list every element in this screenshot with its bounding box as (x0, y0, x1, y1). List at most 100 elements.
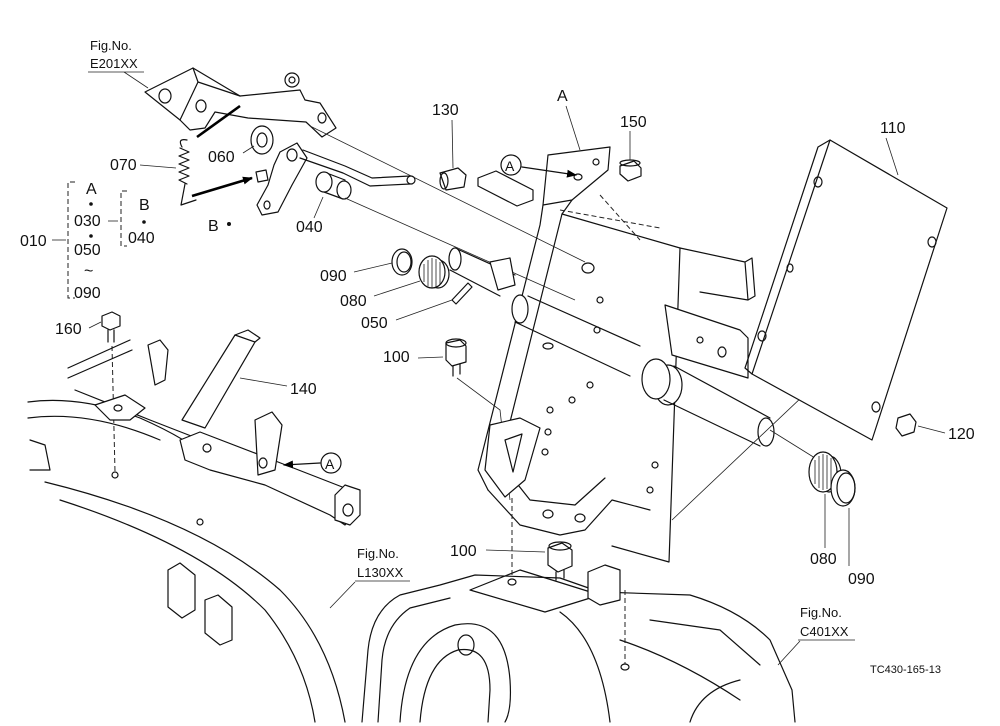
shaft-collar-face (641, 358, 671, 400)
bearing-needles (423, 258, 441, 288)
part-090-ring (391, 248, 413, 276)
bracket-upright (181, 334, 256, 429)
housing-contour (559, 611, 741, 723)
housing-c401xx (361, 498, 796, 723)
housing-opening (399, 623, 512, 723)
bushing-end (336, 180, 352, 200)
bracket-hole (195, 99, 207, 113)
small-bolt (581, 262, 595, 274)
face-hole (541, 448, 549, 456)
part-100-bolt-lower (547, 541, 573, 581)
group-brace (67, 181, 75, 299)
upper-shaft (448, 247, 516, 297)
callout-060: 060 (208, 149, 235, 166)
assembly-group-legend: 010 A 030 050 ~ 090 B 040 (20, 181, 155, 302)
view-arrow (521, 166, 577, 178)
fig-ref-code: L130XX (357, 565, 404, 580)
assembly-arrow (196, 104, 241, 139)
nut-bore (288, 76, 296, 84)
part-050-pin (451, 282, 473, 305)
callout-160: 160 (55, 321, 82, 338)
leader-110 (885, 137, 899, 176)
callout-100-lower: 100 (450, 543, 477, 560)
plate-hole (757, 330, 767, 342)
group-dot (142, 220, 146, 224)
housing-edge (27, 415, 161, 441)
housing-l130xx (27, 399, 346, 723)
leader-090 (353, 262, 393, 273)
bracket-side-flange (679, 247, 756, 301)
part-130-fitting (439, 167, 467, 191)
bracket-hole (158, 88, 172, 104)
fig-ref-label: Fig.No. (800, 605, 842, 620)
bar-hole (717, 346, 727, 358)
leader-160 (88, 321, 102, 329)
housing-outer (44, 481, 346, 723)
housing-hole (196, 518, 204, 526)
lower-shaft (511, 294, 823, 521)
bearing-needles (814, 454, 832, 490)
link-rod (299, 149, 411, 187)
face-slot (542, 342, 554, 350)
leader-120 (917, 425, 946, 434)
shaft-end (511, 294, 529, 324)
spring-coil (178, 147, 190, 185)
leader-060 (242, 145, 255, 154)
fitting-face (439, 172, 449, 190)
leader-100-lower (485, 549, 546, 553)
leader-080 (373, 280, 421, 297)
plate-edge (744, 139, 831, 375)
plate-hole (813, 176, 823, 188)
bracket-hole (317, 112, 327, 124)
end-hole (342, 503, 354, 517)
bracket-end (334, 484, 361, 526)
arm-hole (263, 200, 271, 210)
foot-hole (574, 513, 586, 523)
group-dot (89, 234, 93, 238)
callout-050: 050 (361, 315, 388, 332)
bolt-stem (107, 329, 115, 343)
bracket-rod (67, 339, 133, 379)
flange-hole (592, 158, 600, 166)
mount-axis (511, 498, 626, 664)
subgroup-brace (120, 190, 127, 247)
bolt-stem (452, 363, 461, 377)
bolt-head-top (445, 338, 467, 348)
bracket-lower-bar (664, 304, 749, 379)
marker-dot (227, 222, 231, 226)
ring-bore (396, 251, 412, 273)
view-arrow (283, 460, 321, 469)
housing-boss (167, 562, 196, 619)
housing-mount (587, 564, 621, 606)
bolt-axis (111, 345, 116, 473)
callout-070: 070 (110, 157, 137, 174)
clip-hole (258, 457, 268, 469)
group-item-040: 040 (128, 230, 155, 247)
callout-120: 120 (948, 426, 975, 443)
triangle-cutout (504, 433, 523, 473)
fig-ref-l130xx: Fig.No. L130XX (329, 546, 410, 609)
upright-top (234, 329, 261, 343)
housing-hole (620, 663, 630, 671)
bracket-bend (179, 67, 241, 121)
arm-hole (286, 148, 298, 162)
housing-hole (111, 471, 119, 479)
bracket-lower-plate (179, 431, 359, 526)
leader-140 (239, 377, 288, 387)
group-item-050: 050 (74, 242, 101, 259)
housing-rim (377, 597, 451, 723)
flat-bar (477, 170, 534, 207)
part-070-spring (178, 139, 197, 206)
bushing-face (315, 171, 333, 193)
fig-ref-c401xx: Fig.No. C401XX (777, 605, 855, 666)
group-range: ~ (84, 263, 93, 280)
fig-ref-code: E201XX (90, 56, 138, 71)
arm-b (255, 142, 308, 216)
bracket-left-edge (477, 204, 544, 491)
leader-a (565, 105, 581, 151)
washer-bore (256, 132, 268, 148)
face-hole (546, 406, 554, 414)
part-160-bolt (101, 311, 121, 473)
spring-hook (179, 139, 197, 206)
bracket-top-flange (542, 146, 611, 206)
